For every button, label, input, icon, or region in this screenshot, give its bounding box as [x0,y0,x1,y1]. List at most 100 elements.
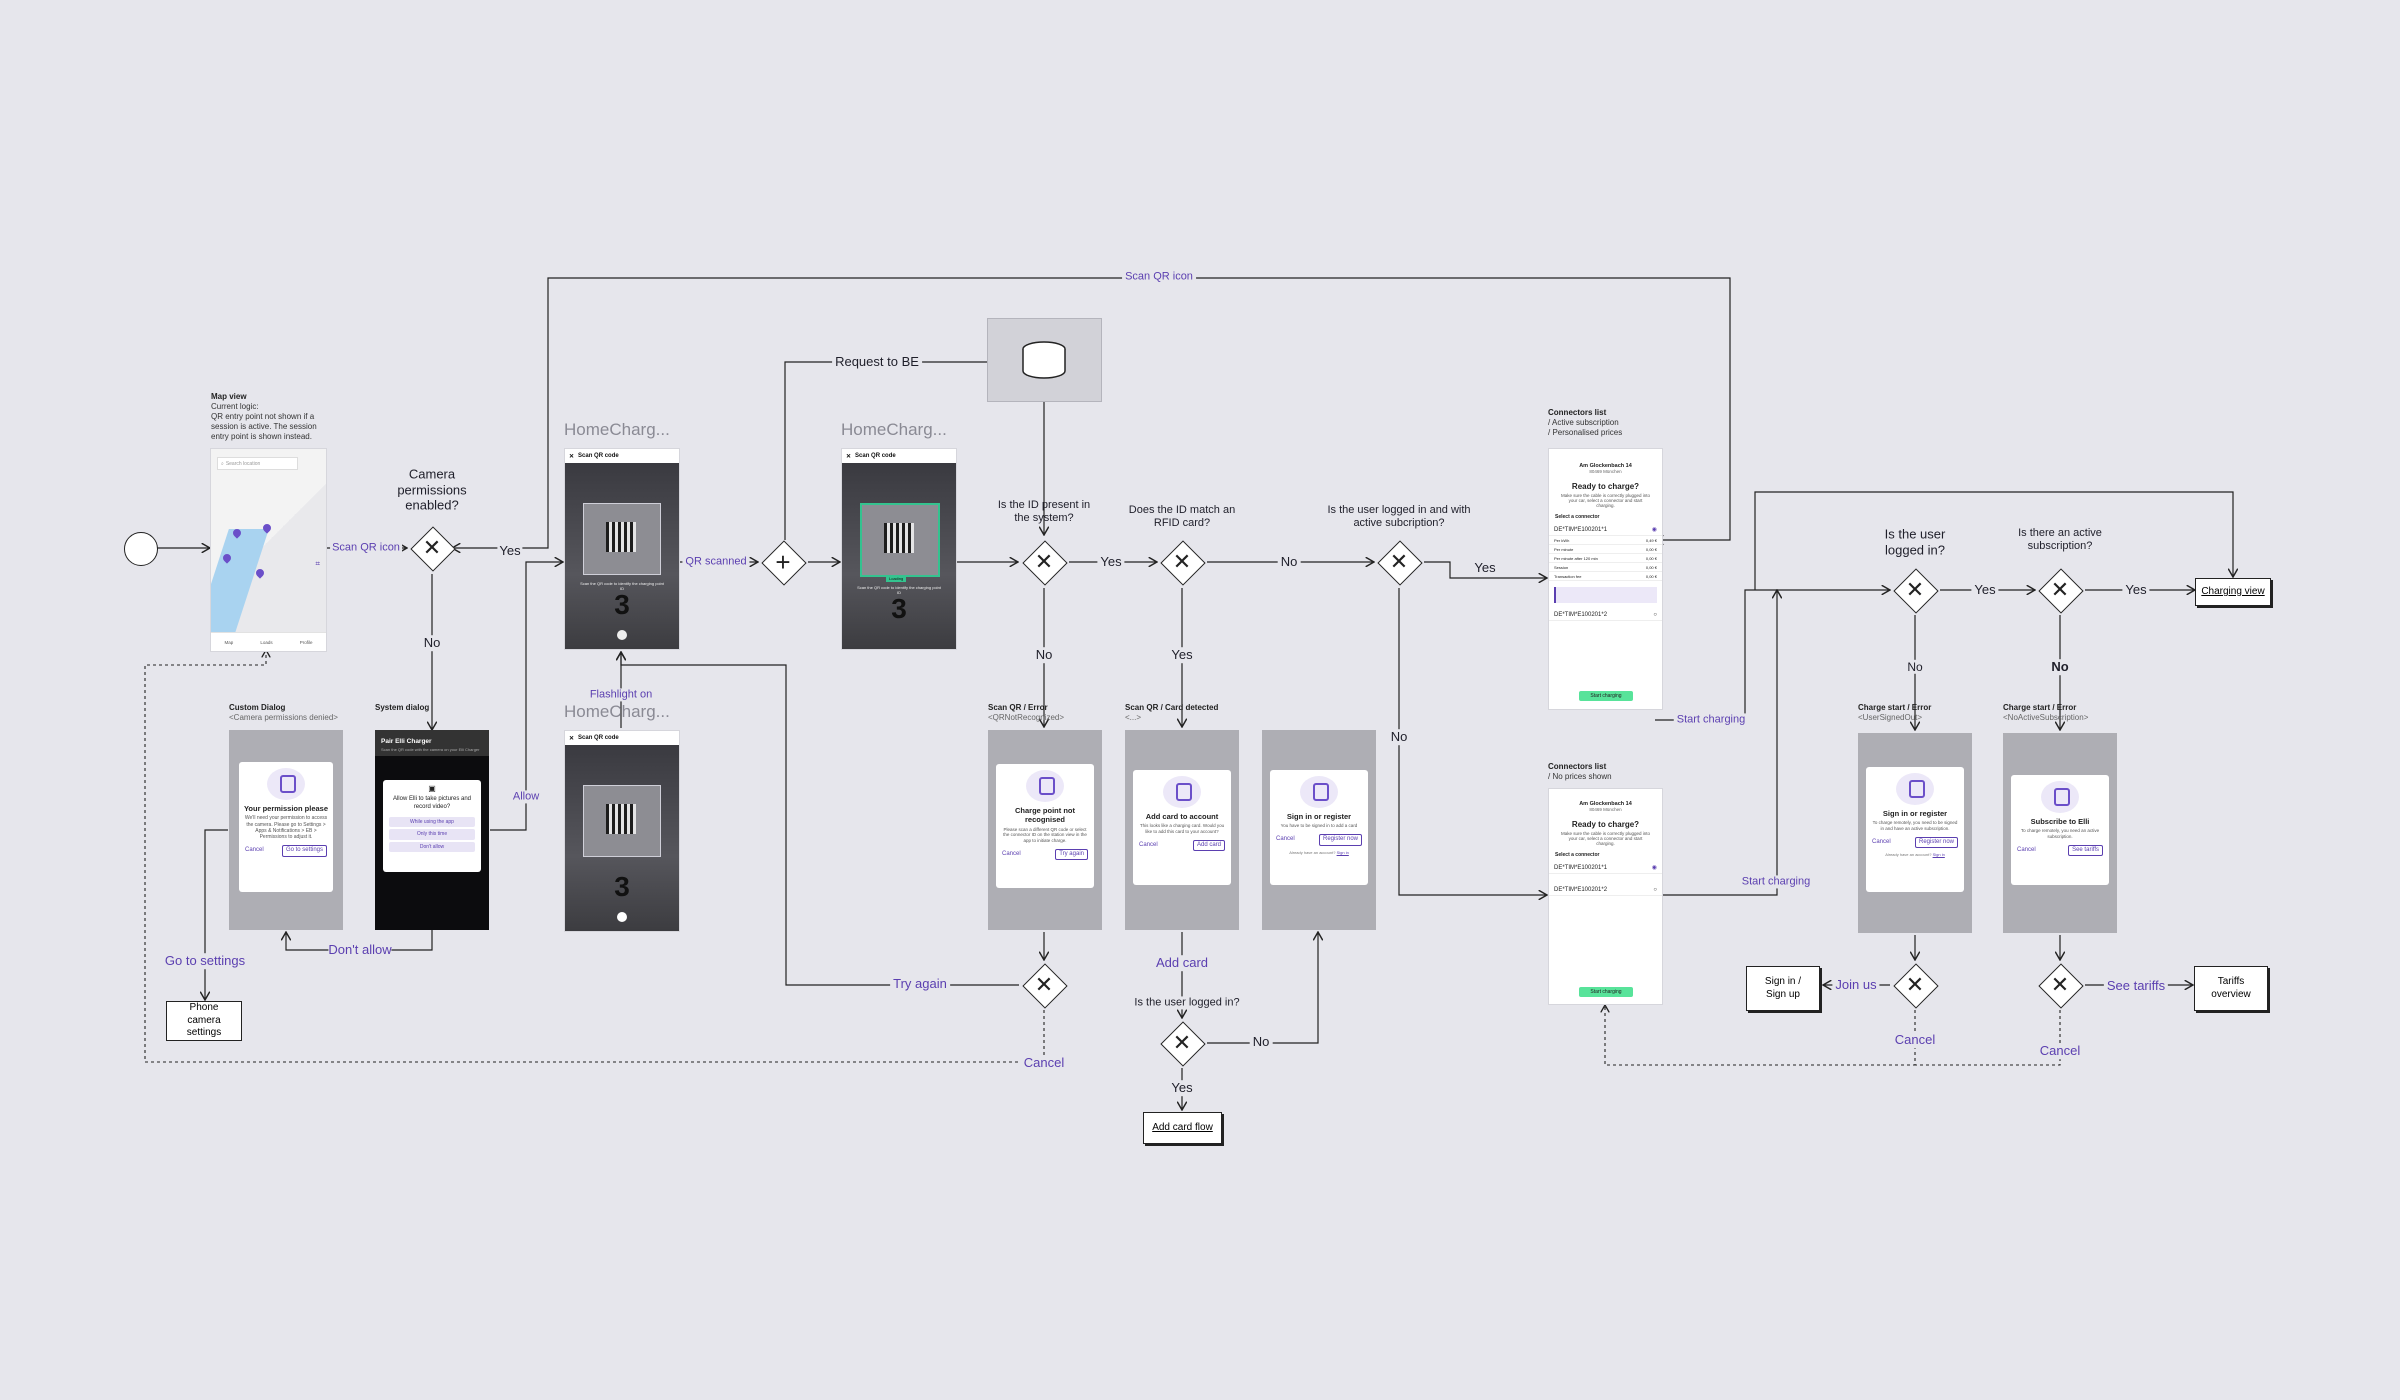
cancel-button[interactable]: Cancel [1872,838,1891,845]
edge-label-scan-qr-icon-top: Scan QR icon [1122,270,1196,284]
register-now-button[interactable]: Register now [1318,834,1362,846]
map-view-line: QR entry point not shown if a [211,412,315,421]
flashlight-icon[interactable] [617,912,627,922]
connectors-none-title: Connectors list [1548,762,1607,771]
permission-dialog: Your permission please We'll need your p… [239,762,333,892]
sign-in-card-screen: Sign in or register You have to be signe… [1262,730,1376,930]
edge-label-no: No [1390,729,1408,745]
edge-label-no: No [1277,554,1301,570]
app-bar: Pair Elli Charger [375,730,489,747]
address: Am Glockenbach 14 [1579,463,1632,469]
scan-flashlight-screen[interactable]: ✕Scan QR code 3 [564,730,680,932]
scan2-ghost-title: HomeCharg... [841,420,947,439]
footer-text: Already have an account? [1885,852,1932,858]
custom-dialog-caption: Custom Dialog <Camera permissions denied… [229,703,338,723]
close-icon[interactable]: ✕ [569,735,575,742]
card-logged-question: Is the user logged in? [1132,996,1242,1010]
search-bar[interactable]: ⌕ Search location [217,457,298,470]
map-view-screen[interactable]: ⌕ Search location ⌗ Map Loads Profile [210,448,327,652]
radio-selected-icon[interactable]: ◉ [1651,527,1657,533]
dialog-heading: Add card to account [1145,812,1219,821]
error-no-sub-screen: Subscribe to Elli To charge remotely, yo… [2003,733,2117,933]
spacer [1549,874,1662,884]
see-tariffs-button[interactable]: See tariffs [2068,844,2103,857]
qr-scan-icon[interactable]: ⌗ [315,559,320,568]
request-to-be-label: Request to BE [832,354,922,370]
sign-in-sign-up-node: Sign in / Sign up [1746,966,1820,1011]
sign-in-link[interactable]: Sign in [1932,852,1945,858]
card-detected-caption: Scan QR / Card detected <...> [1125,703,1218,723]
while-using-button[interactable]: While using the app [389,817,475,828]
id-present-question: Is the ID present in the system? [997,498,1091,524]
edge-label-add-card: Add card [1152,955,1212,971]
camera-permissions-question: Camera permissions enabled? [397,466,467,513]
flashlight-icon[interactable] [617,630,627,640]
logged-subscription-question: Is the user logged in and with active su… [1327,503,1471,529]
edge-label-cancel: Cancel [1891,1032,1939,1048]
dialog-buttons: Cancel Add card [1133,839,1231,852]
sign-in-link[interactable]: Sign in [1336,849,1349,855]
sign-in-dialog: Sign in or register To charge remotely, … [1866,767,1964,892]
camera-icon: ▣ [428,784,436,793]
tab-map[interactable]: Map [224,639,234,645]
cancel-button[interactable]: Cancel [245,847,264,854]
sign-in-footer: Already have an account? Sign in [1270,850,1368,855]
cancel-button[interactable]: Cancel [1276,836,1295,842]
register-now-button[interactable]: Register now [1914,836,1958,849]
price-value: 0,00 € [1645,573,1657,579]
close-icon[interactable]: ✕ [569,453,575,460]
question-mark-icon [1026,770,1064,802]
cancel-button[interactable]: Cancel [1002,850,1021,857]
custom-dialog-title: Custom Dialog [229,703,286,712]
edge-label-dont-allow: Don't allow [328,942,392,958]
start-charging-button[interactable]: Start charging [1579,691,1633,701]
qr-error-dialog: Charge point not recognised Please scan … [996,764,1094,888]
scan1-screen[interactable]: ✕Scan QR code Scan the QR code to identi… [564,448,680,650]
ready-heading: Ready to charge? [1571,482,1640,491]
edge-label-go-to-settings: Go to settings [164,953,246,969]
edge-label-yes: Yes [1171,647,1193,663]
charger-number: 3 [614,589,630,620]
scan-header-title: Scan QR code [855,453,896,459]
radio-icon[interactable]: ○ [1653,886,1657,893]
edge-label-yes: Yes [2122,582,2150,598]
edge-label-no: No [2051,659,2069,675]
qr-code-icon [606,522,636,552]
edge-label-yes: Yes [1971,582,1999,598]
go-to-settings-button[interactable]: Go to settings [281,845,327,857]
only-this-time-button[interactable]: Only this time [389,829,475,840]
edge-label-cancel: Cancel [2036,1043,2084,1059]
connector-row-2[interactable]: DE*TIM*E100201*2○ [1549,609,1662,621]
connector-row-1[interactable]: DE*TIM*E100201*1◉ [1549,524,1662,536]
connector-row-1[interactable]: DE*TIM*E100201*1◉ [1549,862,1662,874]
price-value: 0,00 € [1645,555,1657,561]
connectors-active-sub2: / Personalised prices [1548,428,1623,437]
start-charging-button[interactable]: Start charging [1579,987,1633,997]
backend-node [987,318,1102,402]
phone-subscription-icon [2041,781,2079,813]
dont-allow-button[interactable]: Don't allow [389,841,475,852]
edge-label-see-tariffs: See tariffs [2103,978,2169,994]
radio-icon[interactable]: ○ [1653,611,1657,618]
error-signed-out-title: Charge start / Error [1858,703,1932,712]
cancel-button[interactable]: Cancel [1139,841,1158,848]
dialog-heading: Sign in or register [1286,812,1352,821]
add-card-button[interactable]: Add card [1192,839,1225,852]
map-view-line: session is active. The session [211,422,317,431]
close-icon[interactable]: ✕ [846,453,852,460]
database-icon [1022,341,1066,379]
try-again-button[interactable]: Try again [1055,848,1088,861]
system-dialog-screen: Pair Elli Charger Scan the QR code with … [375,730,489,930]
tab-profile[interactable]: Profile [299,639,313,645]
system-question: Allow Elli to take pictures and record v… [392,796,472,810]
connectors-active-caption: Connectors list / Active subscription / … [1548,408,1622,438]
connector-row-2[interactable]: DE*TIM*E100201*2○ [1549,884,1662,896]
scan2-screen[interactable]: ✕Scan QR code Loading Scan the QR code t… [841,448,957,650]
cancel-button[interactable]: Cancel [2017,846,2036,853]
sign-in-dialog: Sign in or register You have to be signe… [1270,770,1368,885]
tab-loads[interactable]: Loads [260,639,273,645]
radio-selected-icon[interactable]: ◉ [1651,865,1657,871]
